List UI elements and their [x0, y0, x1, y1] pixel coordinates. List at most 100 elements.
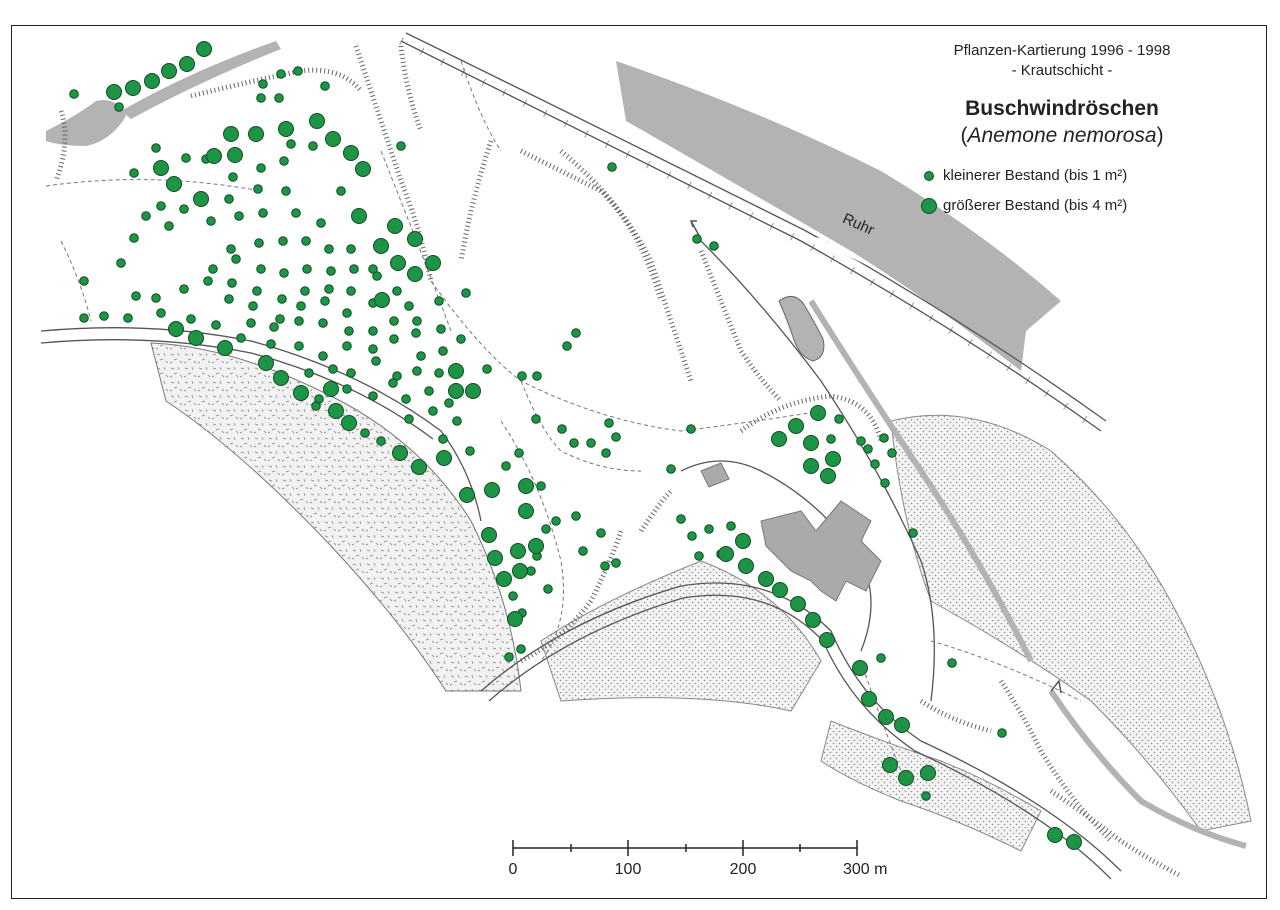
small-occurrence-dot: [278, 236, 288, 246]
small-occurrence-dot: [226, 244, 236, 254]
small-occurrence-dot: [508, 591, 518, 601]
small-occurrence-dot: [571, 328, 581, 338]
large-dot-icon: [921, 198, 937, 215]
small-occurrence-dot: [156, 201, 166, 211]
small-occurrence-dot: [514, 448, 524, 458]
small-occurrence-dot: [294, 316, 304, 326]
small-occurrence-dot: [224, 294, 234, 304]
south-road: [480, 582, 1122, 872]
scale-tick-100: 100: [615, 861, 642, 878]
main-road: [40, 327, 482, 522]
small-occurrence-dot: [326, 266, 336, 276]
small-occurrence-dot: [69, 89, 79, 99]
flow-arrow-icon: [813, 237, 867, 265]
species-latin-name: (Anemone nemorosa): [912, 124, 1212, 148]
large-occurrence-dot: [518, 503, 534, 519]
large-occurrence-dot: [407, 266, 423, 282]
large-occurrence-dot: [810, 405, 826, 421]
large-occurrence-dot: [518, 478, 534, 494]
large-occurrence-dot: [227, 147, 243, 163]
small-occurrence-dot: [276, 69, 286, 79]
small-occurrence-dot: [308, 141, 318, 151]
small-occurrence-dot: [342, 341, 352, 351]
small-occurrence-dot: [438, 434, 448, 444]
small-occurrence-dot: [392, 286, 402, 296]
small-occurrence-dot: [281, 186, 291, 196]
large-occurrence-dot: [459, 487, 475, 503]
legend-small-label: kleinerer Bestand (bis 1 m²): [943, 167, 1128, 184]
small-occurrence-dot: [342, 308, 352, 318]
large-occurrence-dot: [179, 56, 195, 72]
small-occurrence-dot: [123, 313, 133, 323]
small-occurrence-dot: [131, 291, 141, 301]
large-occurrence-dot: [894, 717, 910, 733]
east-road: [700, 240, 935, 702]
small-occurrence-dot: [179, 204, 189, 214]
paren-open: (: [960, 124, 968, 147]
small-occurrence-dot: [604, 418, 614, 428]
large-occurrence-dot: [407, 231, 423, 247]
large-occurrence-dot: [341, 415, 357, 431]
small-occurrence-dot: [396, 141, 406, 151]
map-frame: 0 100 200 300 m Ruhr Pflanzen-Kartierung…: [11, 25, 1267, 899]
large-occurrence-dot: [106, 84, 122, 100]
species-latin-text: Anemone nemorosa: [967, 124, 1157, 147]
small-occurrence-dot: [279, 156, 289, 166]
small-dot-icon: [924, 171, 934, 182]
small-occurrence-dot: [368, 264, 378, 274]
small-occurrence-dot: [436, 324, 446, 334]
large-occurrence-dot: [188, 330, 204, 346]
large-occurrence-dot: [1047, 827, 1063, 843]
small-occurrence-dot: [456, 334, 466, 344]
paren-close: ): [1156, 124, 1164, 147]
buildings: [700, 462, 882, 602]
small-occurrence-dot: [709, 241, 719, 251]
large-occurrence-dot: [273, 370, 289, 386]
large-occurrence-dot: [878, 709, 894, 725]
small-occurrence-dot: [228, 172, 238, 182]
small-occurrence-dot: [611, 432, 621, 442]
large-occurrence-dot: [448, 383, 464, 399]
east-arrow-icon: [1050, 679, 1062, 694]
small-occurrence-dot: [368, 344, 378, 354]
legend-large-row: größerer Bestand (bis 4 m²): [920, 197, 1127, 215]
canal: [808, 299, 1034, 663]
large-occurrence-dot: [153, 160, 169, 176]
small-occurrence-dot: [311, 401, 321, 411]
large-occurrence-dot: [392, 445, 408, 461]
small-occurrence-dot: [424, 386, 434, 396]
small-occurrence-dot: [551, 516, 561, 526]
large-occurrence-dot: [1066, 834, 1082, 850]
large-occurrence-dot: [343, 145, 359, 161]
large-occurrence-dot: [512, 563, 528, 579]
small-occurrence-dot: [254, 238, 264, 248]
large-occurrence-dot: [484, 482, 500, 498]
large-occurrence-dot: [735, 533, 751, 549]
small-occurrence-dot: [411, 328, 421, 338]
small-occurrence-dot: [360, 428, 370, 438]
large-occurrence-dot: [852, 660, 868, 676]
small-occurrence-dot: [694, 551, 704, 561]
small-occurrence-dot: [676, 514, 686, 524]
small-occurrence-dot: [248, 301, 258, 311]
small-occurrence-dot: [266, 339, 276, 349]
large-occurrence-dot: [448, 363, 464, 379]
large-occurrence-dot: [920, 765, 936, 781]
large-occurrence-dot: [373, 238, 389, 254]
small-occurrence-dot: [114, 102, 124, 112]
small-occurrence-dot: [571, 511, 581, 521]
small-occurrence-dot: [834, 414, 844, 424]
large-occurrence-dot: [528, 538, 544, 554]
scale-tick-0: 0: [509, 861, 518, 878]
small-occurrence-dot: [324, 244, 334, 254]
small-pond: [778, 296, 825, 362]
small-occurrence-dot: [79, 313, 89, 323]
small-occurrence-dot: [99, 311, 109, 321]
small-occurrence-dot: [275, 314, 285, 324]
small-occurrence-dot: [179, 284, 189, 294]
small-occurrence-dot: [863, 444, 873, 454]
large-occurrence-dot: [168, 321, 184, 337]
large-occurrence-dot: [882, 757, 898, 773]
large-occurrence-dot: [374, 292, 390, 308]
small-occurrence-dot: [611, 558, 621, 568]
